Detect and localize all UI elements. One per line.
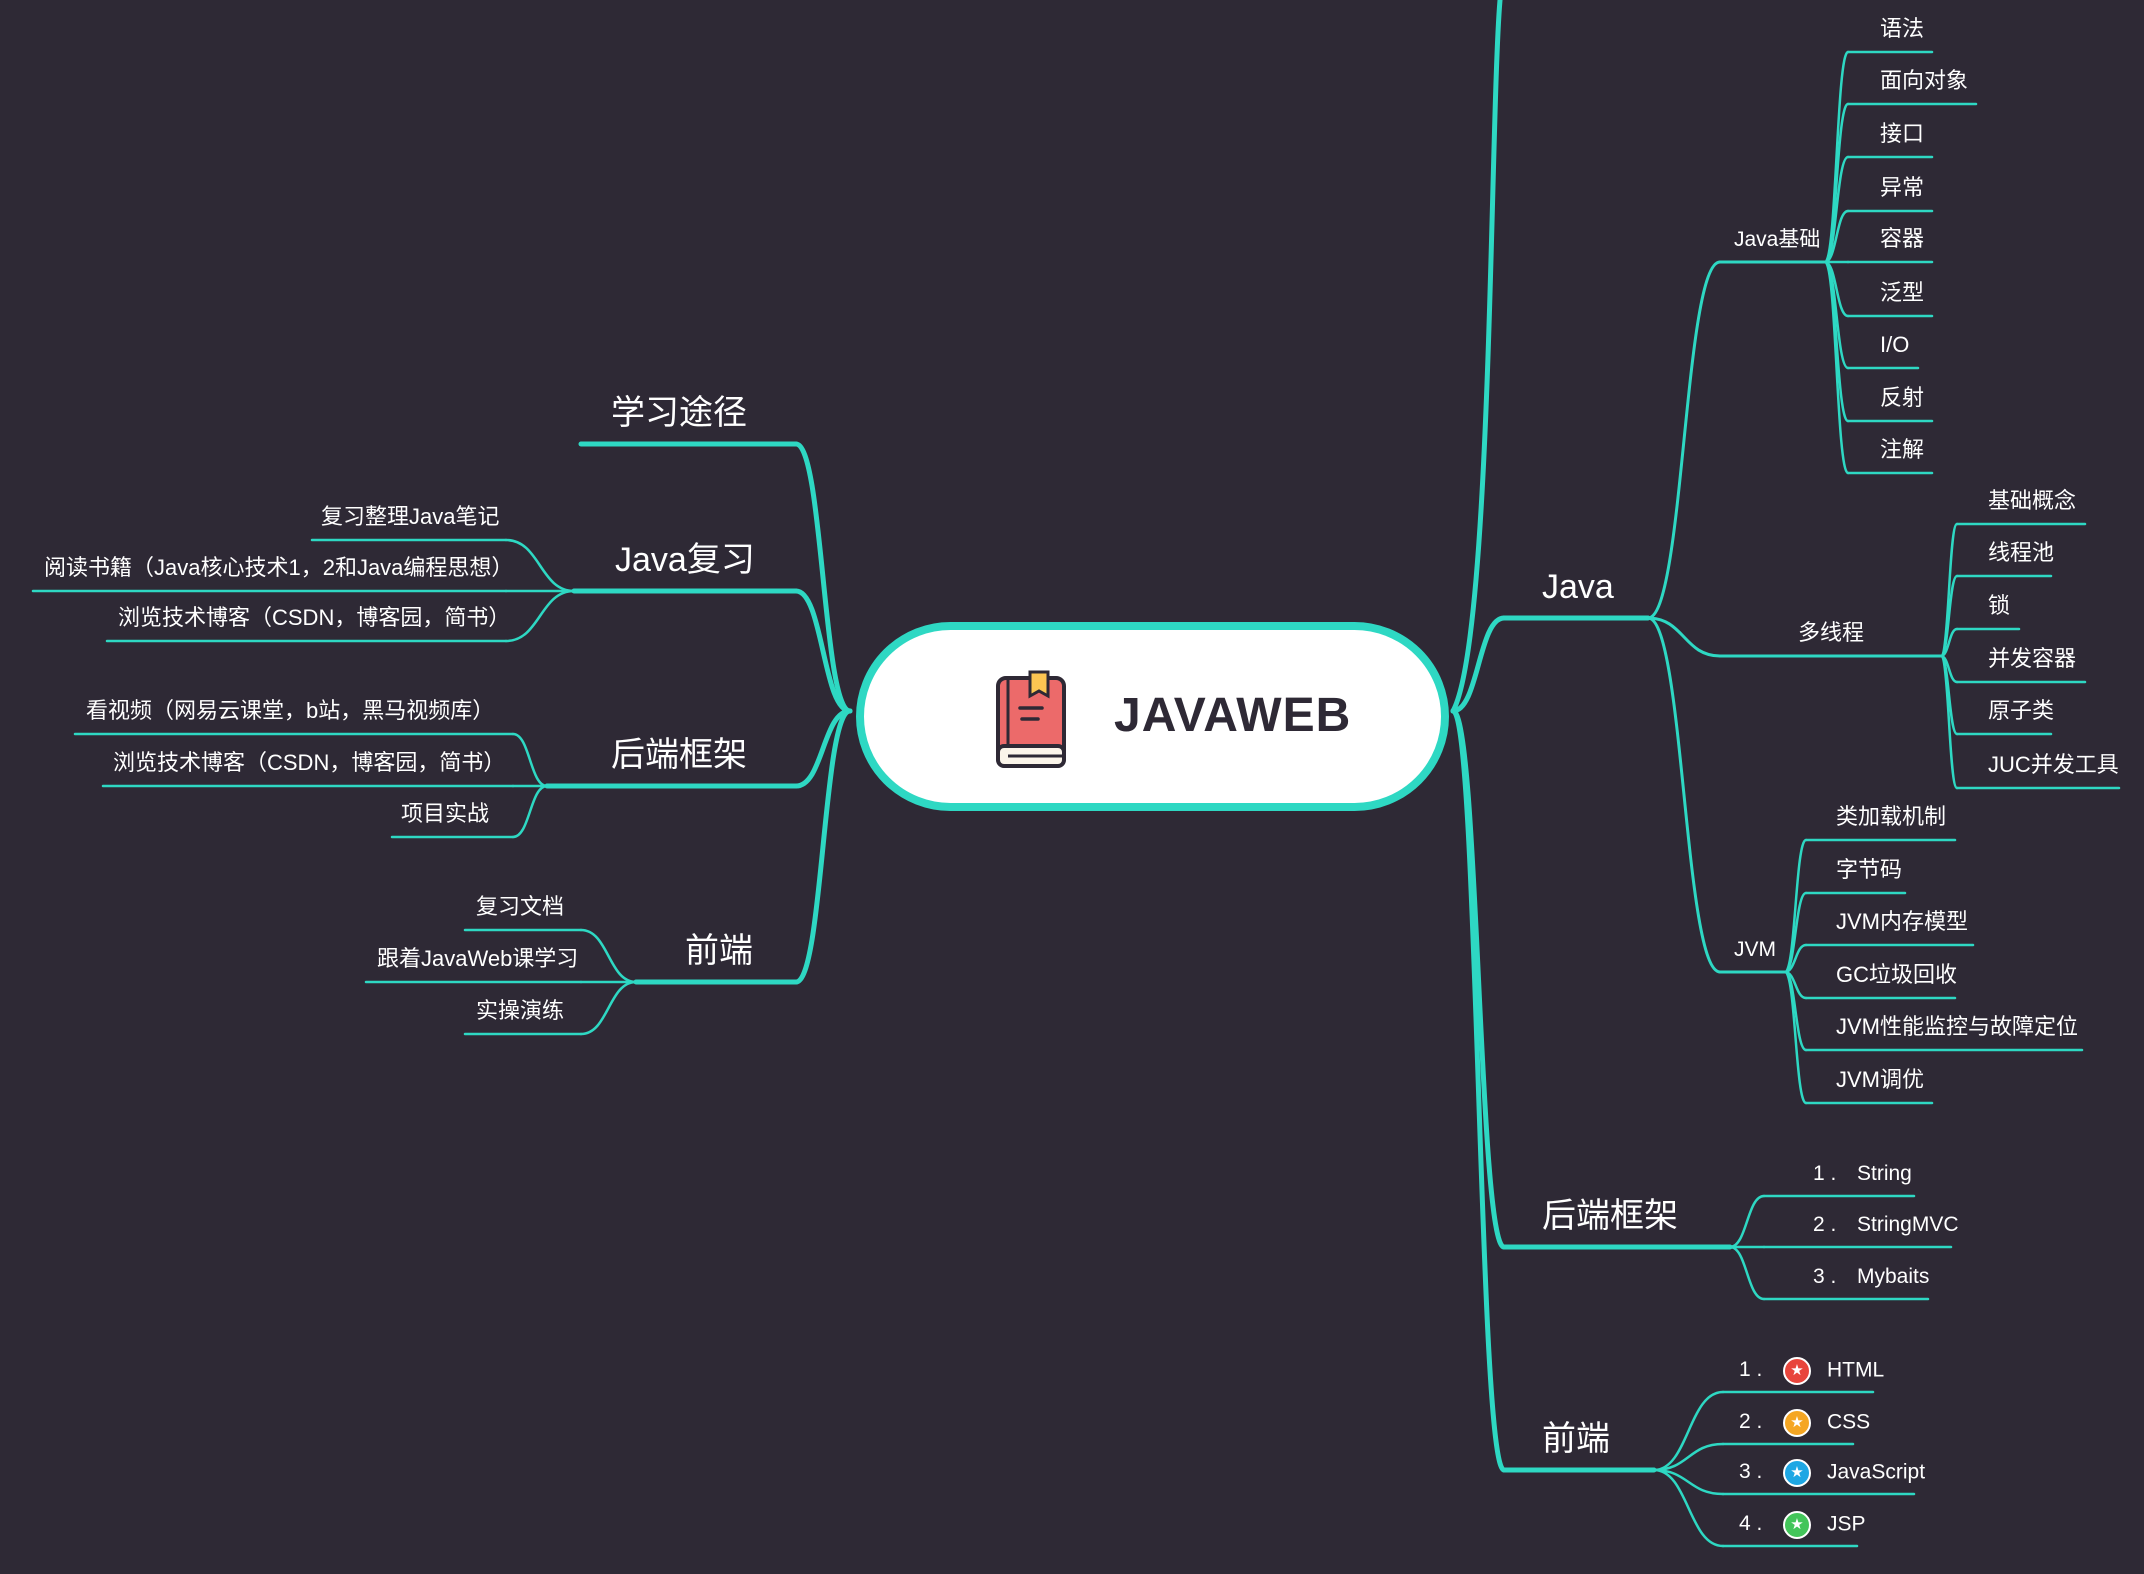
star-green-icon: ★ — [1783, 1510, 1811, 1539]
java-review-item-connector — [504, 538, 576, 593]
branch-right-frontend-connector — [1450, 708, 1507, 1473]
java-threads-item[interactable]: 线程池 — [1988, 539, 2055, 565]
java-jvm-item[interactable]: GC垃圾回收 — [1836, 961, 1958, 987]
branch-java-review-connector — [793, 588, 853, 714]
branch-left-backend-connector — [793, 708, 853, 789]
java-basics-item[interactable]: 泛型 — [1880, 279, 1925, 305]
list-number: 1 . — [1739, 1358, 1763, 1382]
java-review-item-connector — [504, 589, 576, 643]
branch-right-backend-connector — [1450, 708, 1507, 1250]
right-backend-item-connector — [1728, 1194, 1766, 1249]
right-frontend-item[interactable]: 4 . ★ JSP — [1739, 1510, 1866, 1539]
branch-right-frontend[interactable]: 前端 — [1542, 1420, 1610, 1459]
left-frontend-item[interactable]: 复习文档 — [476, 893, 565, 919]
java-threads-item[interactable]: 基础概念 — [1988, 487, 2077, 513]
list-label: HTML — [1827, 1358, 1885, 1382]
java-basics-item[interactable]: 接口 — [1880, 120, 1925, 146]
list-label: JSP — [1827, 1512, 1866, 1536]
list-label: StringMVC — [1857, 1212, 1959, 1236]
right-frontend-item[interactable]: 3 . ★ JavaScript — [1739, 1458, 1926, 1487]
java-review-item[interactable]: 浏览技术博客（CSDN，博客园，简书） — [118, 604, 511, 630]
java-threads-connector — [1646, 616, 1722, 658]
java-basics-connector — [1646, 260, 1722, 620]
java-jvm-item-connector — [1783, 838, 1808, 974]
left-backend-item[interactable]: 看视频（网易云课堂，b站，黑马视频库） — [86, 697, 495, 723]
java-basics-item[interactable]: 语法 — [1880, 15, 1925, 41]
branch-java-connector — [1450, 615, 1507, 714]
java-threads-item[interactable]: 锁 — [1988, 592, 2011, 618]
java-jvm-item[interactable]: JVM内存模型 — [1836, 908, 1969, 934]
list-label: CSS — [1827, 1410, 1871, 1434]
top-branch-line — [1450, 0, 1503, 714]
list-number: 2 . — [1739, 1410, 1763, 1434]
java-basics-item[interactable]: 容器 — [1880, 225, 1925, 251]
branch-path-connector — [793, 441, 853, 714]
star-red-icon: ★ — [1783, 1356, 1811, 1385]
java-jvm-item[interactable]: JVM性能监控与故障定位 — [1836, 1013, 2079, 1039]
java-jvm-item[interactable]: 字节码 — [1836, 856, 1903, 882]
left-frontend-item-connector — [579, 928, 638, 984]
java-threads-item[interactable]: JUC并发工具 — [1988, 751, 2119, 777]
java-basics-item-connector — [1823, 50, 1850, 264]
java-basics-item-connector — [1823, 260, 1850, 475]
left-backend-item-connector — [511, 784, 549, 839]
java-basics-item[interactable]: 面向对象 — [1880, 67, 1969, 93]
right-frontend-item-connector — [1652, 1442, 1725, 1472]
list-label: JavaScript — [1827, 1460, 1926, 1484]
list-label: String — [1857, 1161, 1912, 1185]
right-backend-item[interactable]: 3 . Mybaits — [1813, 1264, 1929, 1289]
book-icon — [996, 670, 1066, 768]
left-frontend-item-connector — [579, 980, 638, 1036]
root-node[interactable]: JAVAWEB — [856, 622, 1449, 811]
left-backend-item-connector — [511, 732, 549, 788]
star-blue-icon: ★ — [1783, 1458, 1811, 1487]
right-frontend-item-connector — [1652, 1468, 1725, 1496]
right-frontend-item-connector — [1652, 1390, 1725, 1472]
branch-path[interactable]: 学习途径 — [611, 394, 747, 433]
list-number: 3 . — [1739, 1460, 1763, 1484]
java-threads-item-connector — [1939, 522, 1959, 658]
star-orange-icon: ★ — [1783, 1408, 1811, 1437]
java-basics-item-connector — [1823, 155, 1850, 264]
java-threads[interactable]: 多线程 — [1798, 619, 1865, 645]
branch-left-frontend[interactable]: 前端 — [685, 932, 753, 971]
java-basics-item[interactable]: 注解 — [1880, 436, 1925, 462]
branch-right-backend[interactable]: 后端框架 — [1542, 1197, 1678, 1236]
branch-left-frontend-connector — [793, 708, 853, 985]
list-label: Mybaits — [1857, 1264, 1930, 1288]
right-backend-item-connector — [1728, 1245, 1766, 1301]
list-number: 4 . — [1739, 1512, 1763, 1536]
left-backend-item[interactable]: 浏览技术博客（CSDN，博客园，简书） — [113, 749, 506, 775]
java-threads-item[interactable]: 并发容器 — [1988, 645, 2077, 671]
list-number: 1 . — [1813, 1161, 1837, 1185]
branch-java[interactable]: Java — [1542, 568, 1614, 607]
java-jvm-item-connector — [1783, 970, 1808, 1105]
right-frontend-item-connector — [1652, 1468, 1725, 1548]
java-jvm-item[interactable]: JVM调优 — [1836, 1066, 1925, 1092]
java-jvm-connector — [1646, 616, 1722, 974]
right-backend-item[interactable]: 2 . StringMVC — [1813, 1212, 1959, 1237]
right-frontend-item[interactable]: 1 . ★ HTML — [1739, 1356, 1885, 1385]
list-number: 2 . — [1813, 1212, 1837, 1236]
left-backend-item[interactable]: 项目实战 — [401, 800, 490, 826]
java-review-item[interactable]: 复习整理Java笔记 — [321, 503, 500, 529]
java-basics-item[interactable]: 反射 — [1880, 384, 1925, 410]
java-review-item[interactable]: 阅读书籍（Java核心技术1，2和Java编程思想） — [44, 554, 514, 580]
root-title: JAVAWEB — [1114, 689, 1352, 742]
right-frontend-item[interactable]: 2 . ★ CSS — [1739, 1408, 1871, 1437]
java-jvm[interactable]: JVM — [1734, 937, 1776, 961]
branch-left-backend[interactable]: 后端框架 — [611, 736, 747, 775]
java-threads-item[interactable]: 原子类 — [1988, 697, 2055, 723]
left-frontend-item[interactable]: 跟着JavaWeb课学习 — [377, 945, 579, 971]
branch-java-review[interactable]: Java复习 — [615, 541, 755, 580]
java-basics-item[interactable]: 异常 — [1880, 174, 1925, 200]
right-backend-item[interactable]: 1 . String — [1813, 1161, 1912, 1186]
java-basics[interactable]: Java基础 — [1734, 227, 1821, 251]
java-basics-item[interactable]: I/O — [1880, 331, 1910, 357]
list-number: 3 . — [1813, 1264, 1837, 1288]
java-jvm-item[interactable]: 类加载机制 — [1836, 803, 1947, 829]
left-frontend-item[interactable]: 实操演练 — [476, 997, 565, 1023]
java-basics-item-connector — [1823, 209, 1850, 264]
java-threads-item-connector — [1939, 654, 1959, 790]
